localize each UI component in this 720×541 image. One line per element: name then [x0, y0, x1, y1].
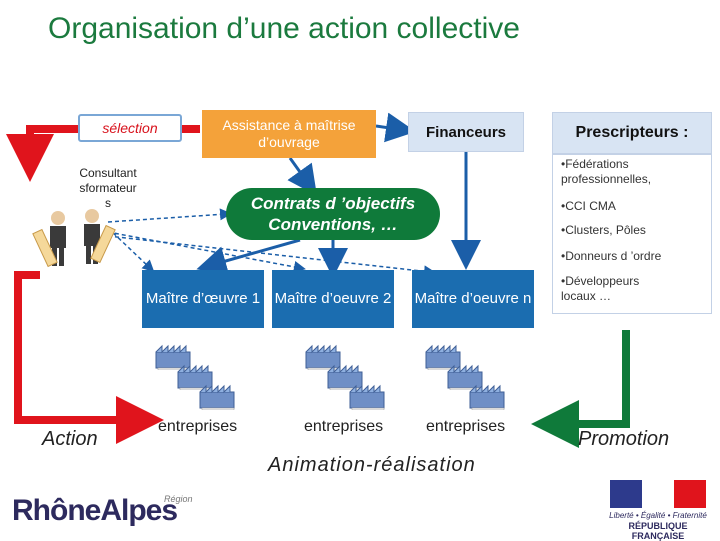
entreprises-label: entreprises: [158, 418, 238, 435]
entreprises-label: entreprises: [304, 418, 384, 435]
company-icon: [468, 382, 506, 411]
prescripteurs-header: Prescripteurs :: [552, 112, 712, 154]
company-icon: [326, 362, 364, 391]
prescripteurs-list: •Fédérations professionnelles, •CCI CMA …: [552, 154, 712, 314]
assistance-box: Assistance à maîtrise d’ouvrage: [202, 110, 376, 158]
prescripteur-item: •Donneurs d ’ordre: [561, 249, 662, 263]
republique-flag-icon: [610, 480, 706, 508]
company-icon: [154, 342, 192, 371]
action-label: Action: [42, 428, 98, 450]
maitre-oeuvre-n: Maître d’oeuvre n: [412, 270, 534, 328]
consultant-label: Consultant sformateur s: [79, 166, 137, 210]
promotion-label: Promotion: [578, 428, 670, 450]
prescripteur-item: •Clusters, Pôles: [561, 223, 646, 237]
company-icon: [304, 342, 342, 371]
republique-name: RÉPUBLIQUE FRANÇAISE: [628, 521, 688, 541]
company-icon: [198, 382, 236, 411]
page-title: Organisation d’une action collective: [48, 12, 520, 45]
selection-box: sélection: [78, 114, 182, 142]
maitre-oeuvre-2: Maître d’oeuvre 2: [272, 270, 394, 328]
consultant-figures-icon: [32, 209, 116, 268]
animation-label: Animation-réalisation: [268, 454, 476, 476]
financeurs-box: Financeurs: [408, 112, 524, 152]
company-icon: [446, 362, 484, 391]
company-icon: [176, 362, 214, 391]
prescripteur-item: •Fédérations professionnelles,: [561, 157, 652, 186]
prescripteur-item: •CCI CMA: [561, 199, 616, 213]
republique-motto: Liberté • Égalité • Fraternité: [609, 511, 707, 520]
company-icon: [424, 342, 462, 371]
promotion-arrow: [531, 330, 630, 448]
contrats-ellipse: Contrats d ’objectifs Conventions, …: [226, 188, 440, 240]
region-label: Région: [164, 494, 193, 504]
entreprises-label: entreprises: [426, 418, 506, 435]
maitre-oeuvre-1: Maître d’œuvre 1: [142, 270, 264, 328]
rhonealpes-logo: RhôneAlpes: [12, 494, 178, 527]
prescripteur-item: •Développeurs locaux …: [561, 274, 640, 303]
action-arrow: [14, 271, 164, 444]
company-icon: [348, 382, 386, 411]
